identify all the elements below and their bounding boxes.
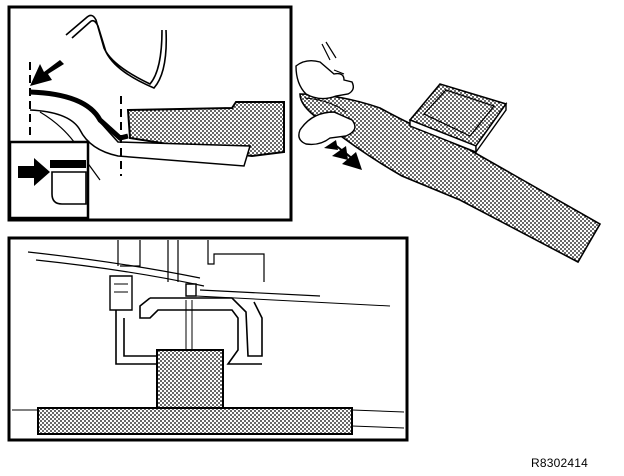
removed-block <box>408 83 508 155</box>
inset-detail <box>8 140 90 220</box>
spring-clip-wire <box>65 14 168 89</box>
flange-edge <box>29 89 129 141</box>
clip-housing <box>109 275 133 311</box>
detail-panel-top <box>7 5 293 222</box>
hand-upper <box>295 59 355 100</box>
clip-block <box>156 349 224 409</box>
arrow-icon <box>30 60 64 86</box>
figure-reference-code: R8302414 <box>531 456 588 470</box>
hand-removing-strip <box>295 41 602 264</box>
base-moulding <box>37 407 353 435</box>
detail-panel-bottom <box>7 236 409 442</box>
motion-arrows-icon <box>324 140 362 170</box>
arrow-icon <box>18 158 50 186</box>
hand-lower <box>298 111 356 146</box>
